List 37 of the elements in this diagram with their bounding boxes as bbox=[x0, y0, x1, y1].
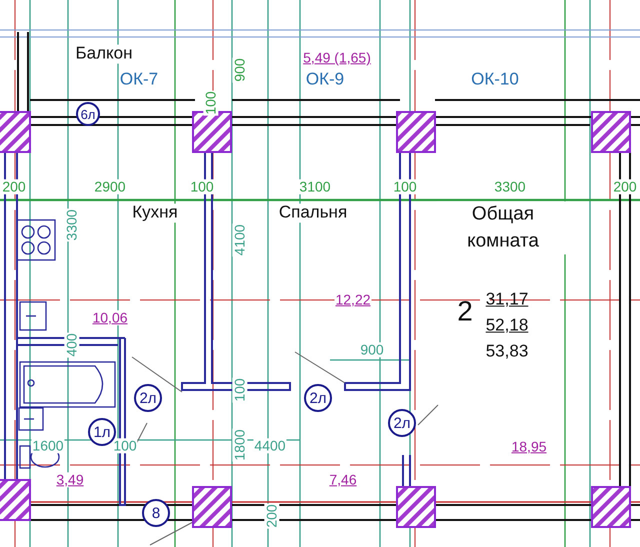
dimension-text: 100 bbox=[203, 90, 219, 116]
dimension-text: 3100 bbox=[298, 179, 332, 195]
area-value: 3,49 bbox=[55, 472, 85, 488]
dimension-text: 900 bbox=[359, 342, 385, 358]
dimension-text: 900 bbox=[232, 57, 248, 83]
dimension-text: 400 bbox=[64, 332, 80, 358]
dimension-text: 200 bbox=[1, 179, 27, 195]
tag-circle: 1л bbox=[88, 418, 116, 446]
room-name: Кухня bbox=[131, 204, 179, 222]
dimension-text: 100 bbox=[112, 438, 138, 454]
room-name: Балкон bbox=[74, 44, 134, 64]
area-value: 12,22 bbox=[334, 292, 372, 308]
dimension-text: 2900 bbox=[93, 179, 127, 195]
area-value: 18,95 bbox=[510, 439, 548, 455]
dimension-text: 3300 bbox=[64, 208, 80, 242]
dimension-text: 200 bbox=[612, 179, 638, 195]
area-value: 5,49 (1,65) bbox=[302, 50, 372, 66]
area-value: 52,18 bbox=[484, 316, 530, 336]
tag-circle: 2л bbox=[134, 384, 162, 412]
tag-circle: 8 bbox=[142, 499, 170, 527]
room-count: 2 bbox=[456, 296, 474, 328]
dimension-text: 200 bbox=[264, 503, 280, 529]
dimension-text: 3300 bbox=[493, 179, 527, 195]
tag-circle: 2л bbox=[304, 384, 332, 412]
dimension-text: 100 bbox=[232, 377, 248, 403]
dimension-text: 100 bbox=[189, 179, 215, 195]
dimension-text: 1800 bbox=[232, 428, 248, 462]
dimension-text: 4100 bbox=[232, 223, 248, 257]
area-value: 7,46 bbox=[328, 472, 358, 488]
tag-circle: 2л bbox=[388, 409, 416, 437]
area-value: 53,83 bbox=[484, 342, 530, 362]
tag-circle: 6л bbox=[76, 102, 100, 126]
dimension-text: 4400 bbox=[253, 438, 287, 454]
dimension-text: 1600 bbox=[31, 438, 65, 454]
dimension-text: 100 bbox=[392, 179, 418, 195]
room-name: Спальня bbox=[278, 204, 348, 222]
area-value: 10,06 bbox=[91, 310, 129, 326]
